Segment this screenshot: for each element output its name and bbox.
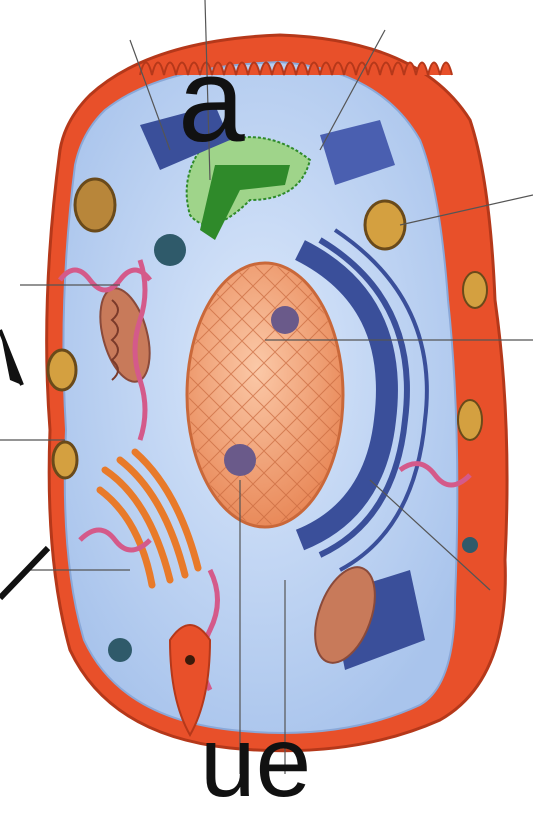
arrow-icon bbox=[0, 330, 22, 385]
label-fragment-top: a bbox=[178, 40, 245, 160]
cell-diagram bbox=[0, 0, 533, 774]
nucleolus bbox=[224, 444, 256, 476]
nucleolus bbox=[271, 306, 299, 334]
label-fragment-bottom: ue bbox=[200, 712, 311, 812]
line-stroke bbox=[0, 548, 48, 598]
nucleus bbox=[187, 263, 343, 527]
